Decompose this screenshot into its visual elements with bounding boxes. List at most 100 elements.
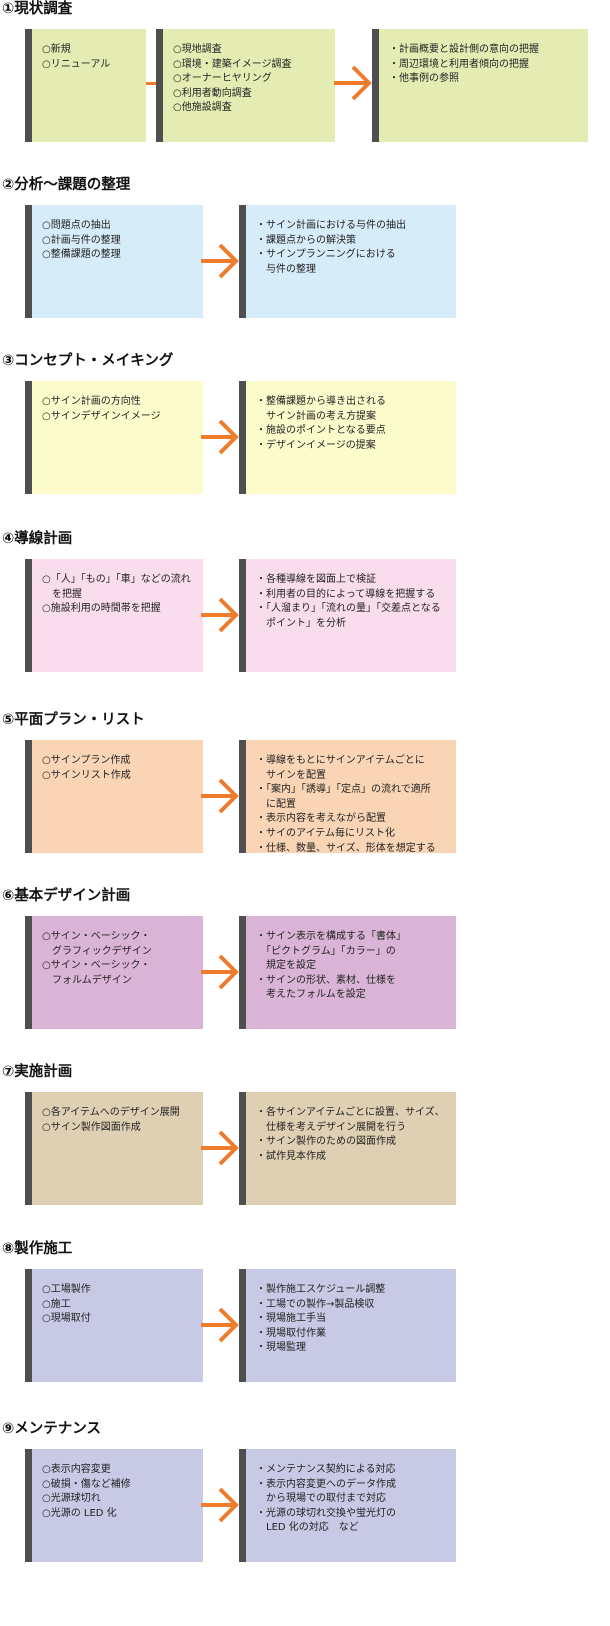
process-step: ①現状調査○新規○リニューアル○現地調査○環境・建築イメージ調査○オーナーヒヤリ… bbox=[0, 0, 610, 146]
list-item: ○表示内容変更 bbox=[42, 1464, 111, 1475]
list-item: ○工場製作 bbox=[42, 1284, 91, 1295]
list-item: ○施工 bbox=[42, 1298, 71, 1310]
arrow-icon bbox=[201, 1130, 239, 1166]
step-heading: ④導線計画 bbox=[2, 531, 73, 547]
list-item: ・計画概要と設計側の意向の把握 bbox=[389, 44, 539, 55]
step-heading: ⑧製作施工 bbox=[2, 1241, 73, 1257]
list-item: ・サイのアイテム毎にリスト化 bbox=[256, 827, 395, 839]
arrow-icon bbox=[201, 1487, 239, 1523]
list-item: ・導線をもとにサインアイテムごとに bbox=[256, 755, 425, 766]
process-step: ⑤平面プラン・リスト○サインプラン作成○サインリスト作成・導線をもとにサインアイ… bbox=[0, 711, 610, 857]
list-item: ・製作施工スケジュール調整 bbox=[256, 1284, 386, 1295]
arrow-icon bbox=[201, 778, 239, 814]
list-item: サインを配置 bbox=[256, 769, 326, 781]
list-item: LED 化の対応 など bbox=[256, 1522, 359, 1534]
list-item: ○各アイテムへのデザイン展開 bbox=[42, 1107, 180, 1118]
list-item: ○問題点の抽出 bbox=[42, 220, 111, 231]
list-item: ・サインの形状、素材、仕様を bbox=[256, 974, 396, 986]
list-item: ・サイン表示を構成する「書体」 bbox=[256, 931, 406, 942]
process-step: ⑧製作施工○工場製作○施工○現場取付・製作施工スケジュール調整・工場での製作→製… bbox=[0, 1240, 610, 1386]
result-box: ・計画概要と設計側の意向の把握・周辺環境と利用者傾向の把握・他事例の参照 bbox=[372, 29, 588, 142]
list-item: から現場での取付まで対応 bbox=[256, 1493, 386, 1505]
process-step: ②分析～課題の整理○問題点の抽出○計画与件の整理○整備課題の整理・サイン計画にお… bbox=[0, 176, 610, 322]
list-item: ○「人」「もの」「車」などの流れ bbox=[42, 574, 191, 585]
list-item: ○施設利用の時間帯を把握 bbox=[42, 603, 161, 615]
task-box: ○新規 ○リニューアル bbox=[25, 29, 146, 142]
list-item: ・デザインイメージの提案 bbox=[256, 439, 376, 451]
result-box: ・サイン計画における与件の抽出・課題点からの解決策・サインプランニングにおける … bbox=[239, 205, 456, 318]
result-box: ・各種導線を図面上で検証・利用者の目的によって導線を把握する・「人溜まり」「流れ… bbox=[239, 559, 456, 672]
list-item: ポイント」を分析 bbox=[256, 617, 346, 629]
list-item: ○サイン計画の方向性 bbox=[42, 396, 141, 407]
task-box: ○工場製作 ○施工 ○現場取付 bbox=[25, 1269, 203, 1382]
list-item: ・メンテナンス契約による対応 bbox=[256, 1464, 396, 1475]
process-step: ③コンセプト・メイキング ○サイン計画の方向性 ○サインデザインイメージ ・整備課題か… bbox=[0, 352, 610, 498]
arrow-icon bbox=[201, 597, 239, 633]
list-item: 考えたフォルムを設定 bbox=[256, 989, 366, 1001]
list-item: 仕様を考えデザイン展開を行う bbox=[256, 1121, 406, 1133]
result-box: ・メンテナンス契約による対応・表示内容変更へのデータ作成 から現場での取付まで対… bbox=[239, 1449, 456, 1562]
step-heading: ③コンセプト・メイキング bbox=[2, 353, 174, 369]
list-item: ○サインデザインイメージ bbox=[42, 410, 161, 422]
list-item: ・周辺環境と利用者傾向の把握 bbox=[389, 58, 529, 70]
list-item: ・サインプランニングにおける bbox=[256, 249, 396, 261]
list-item: ○整備課題の整理 bbox=[42, 249, 121, 261]
list-item: に配置 bbox=[256, 798, 296, 810]
list-item: ○サイン・ベーシック・ bbox=[42, 960, 151, 972]
list-item: ・表示内容を考えながら配置 bbox=[256, 813, 386, 825]
list-item: ○光源球切れ bbox=[42, 1493, 101, 1505]
list-item: ○他施設調査 bbox=[173, 102, 232, 114]
task-box: ○表示内容変更 ○破損・傷など補修 ○光源球切れ ○光源の LED 化 bbox=[25, 1449, 203, 1562]
list-item: ○破損・傷など補修 bbox=[42, 1478, 131, 1490]
list-item: ○サイン・ベーシック・ bbox=[42, 931, 151, 942]
list-item: ・試作見本作成 bbox=[256, 1150, 326, 1162]
arrow-icon bbox=[201, 243, 239, 279]
list-item: ○サインリスト作成 bbox=[42, 769, 131, 781]
task-box: ○サイン計画の方向性 ○サインデザインイメージ bbox=[25, 381, 203, 494]
list-item: ○現場取付 bbox=[42, 1313, 91, 1325]
list-item: ・各サインアイテムごとに設置、サイズ、 bbox=[256, 1107, 445, 1118]
list-item: サイン計画の考え方提案 bbox=[256, 410, 376, 422]
list-item: 規定を設定 bbox=[256, 960, 316, 972]
list-item: ・課題点からの解決策 bbox=[256, 234, 356, 246]
list-item: ○リニューアル bbox=[42, 58, 111, 70]
list-item: ○光源の LED 化 bbox=[42, 1507, 117, 1519]
list-item: ・サイン計画における与件の抽出 bbox=[256, 220, 406, 231]
arrow-icon bbox=[201, 419, 239, 455]
list-item: ○新規 bbox=[42, 44, 71, 55]
step-heading: ⑨メンテナンス bbox=[2, 1421, 101, 1437]
list-item: ・各種導線を図面上で検証 bbox=[256, 574, 376, 585]
list-item: ・現場取付作業 bbox=[256, 1327, 326, 1339]
step-heading: ⑦実施計画 bbox=[2, 1064, 73, 1080]
list-item: ・施設のポイントとなる要点 bbox=[256, 425, 386, 437]
process-step: ④導線計画 ○「人」「もの」「車」などの流れ を把握 ○施設利用の時間帯を把握 ・各種… bbox=[0, 530, 610, 676]
list-item: を把握 bbox=[42, 588, 82, 600]
result-box: ・導線をもとにサインアイテムごとに サインを配置・「案内」「誘導」「定点」の流れ… bbox=[239, 740, 456, 854]
arrow-icon bbox=[201, 954, 239, 990]
result-box: ・サイン表示を構成する「書体」 「ピクトグラム」「カラー」の 規定を設定・サイン… bbox=[239, 916, 456, 1029]
list-item: ○サイン製作図面作成 bbox=[42, 1121, 141, 1133]
step-heading: ①現状調査 bbox=[2, 1, 73, 17]
task-box: ○問題点の抽出 ○計画与件の整理 ○整備課題の整理 bbox=[25, 205, 203, 318]
arrow-icon bbox=[334, 65, 372, 101]
list-item: 「ピクトグラム」「カラー」の bbox=[256, 945, 396, 957]
list-item: ○現地調査 bbox=[173, 44, 222, 55]
list-item: フォルムデザイン bbox=[42, 974, 132, 986]
list-item: ・サイン製作のための図面作成 bbox=[256, 1136, 396, 1148]
task-box: ○現地調査○環境・建築イメージ調査○オーナーヒヤリング○利用者動向調査○他施設調… bbox=[156, 29, 335, 142]
list-item: ○利用者動向調査 bbox=[173, 87, 252, 99]
list-item: グラフィックデザイン bbox=[42, 945, 152, 957]
list-item: ・仕様、数量、サイズ、形体を想定する bbox=[256, 842, 436, 854]
list-item: ○環境・建築イメージ調査 bbox=[173, 58, 292, 70]
task-box: ○サイン・ベーシック・ グラフィックデザイン ○サイン・ベーシック・ フォルムデザ… bbox=[25, 916, 203, 1029]
list-item: ・光源の球切れ交換や蛍光灯の bbox=[256, 1507, 396, 1519]
process-step: ⑦実施計画 ○各アイテムへのデザイン展開 ○サイン製作図面作成 ・各サインアイテムごと… bbox=[0, 1063, 610, 1209]
list-item: ・整備課題から導き出される bbox=[256, 396, 386, 407]
list-item: ○計画与件の整理 bbox=[42, 234, 121, 246]
step-heading: ⑥基本デザイン計画 bbox=[2, 888, 131, 904]
list-item: ・現場施工手当 bbox=[256, 1313, 326, 1325]
step-heading: ⑤平面プラン・リスト bbox=[2, 712, 145, 728]
task-box: ○「人」「もの」「車」などの流れ を把握 ○施設利用の時間帯を把握 bbox=[25, 559, 203, 672]
task-box: ○サインプラン作成○サインリスト作成 bbox=[25, 740, 203, 853]
arrow-icon bbox=[201, 1307, 239, 1343]
